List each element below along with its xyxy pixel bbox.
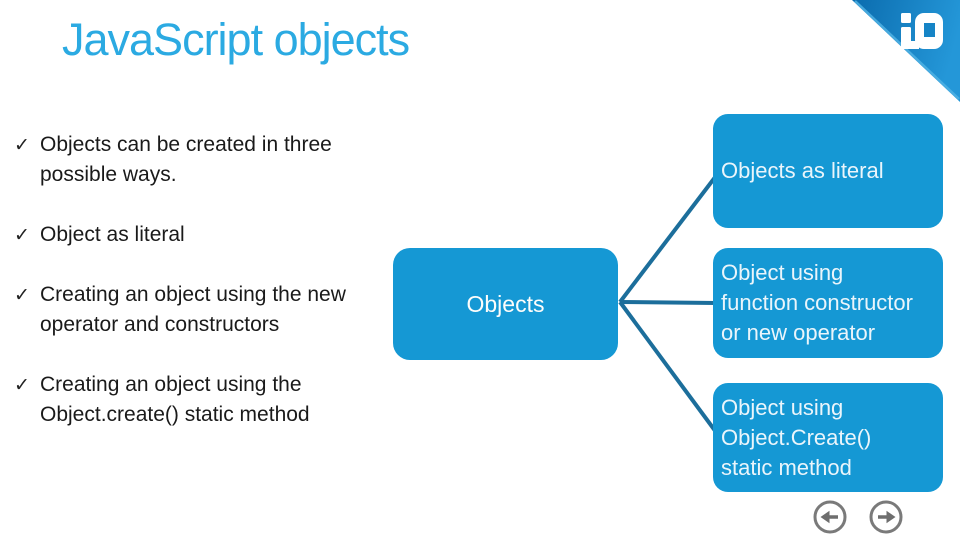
diagram-box-line: function constructor <box>721 290 913 315</box>
diagram-box-label: Objects <box>466 290 545 317</box>
diagram-box-line: static method <box>721 454 852 480</box>
bullet-text: Object as literal <box>40 223 185 246</box>
diagram-box-line: or new operator <box>721 320 876 345</box>
bullet-text: Creating an object using the new operato… <box>40 283 346 336</box>
bullet-list: ✓ Objects can be created in three possib… <box>14 130 385 460</box>
diagram-box-objects: Objects <box>393 248 618 360</box>
diagram-box-function-constructor: Object using function constructor or new… <box>713 248 943 358</box>
bullet-item: ✓ Creating an object using the Object.cr… <box>14 370 385 430</box>
next-slide-button[interactable] <box>869 500 903 534</box>
bullet-item: ✓ Creating an object using the new opera… <box>14 280 385 340</box>
diagram-box-object-create: Object using Object.Create() static meth… <box>713 383 943 492</box>
bullet-item: ✓ Objects can be created in three possib… <box>14 130 385 190</box>
corner-triangle <box>852 0 960 102</box>
prev-slide-button[interactable] <box>813 500 847 534</box>
diagram-box-line: Object.Create() <box>721 424 872 450</box>
checkmark-icon: ✓ <box>14 225 30 246</box>
bullet-text: Objects can be created in three possible… <box>40 133 332 186</box>
page-title: JavaScript objects <box>62 14 410 65</box>
checkmark-icon: ✓ <box>14 135 30 156</box>
right-arrow-icon <box>869 500 903 534</box>
checkmark-icon: ✓ <box>14 375 30 396</box>
diagram-box-line: Object using <box>721 260 844 285</box>
checkmark-icon: ✓ <box>14 285 30 306</box>
diagram-box-object-as-literal: Objects as literal <box>713 114 943 228</box>
diagram-box-line: Objects as literal <box>721 158 884 183</box>
diagram-box-line: Object using <box>721 394 844 420</box>
brand-logo-icon <box>901 13 943 49</box>
bullet-item: ✓ Object as literal <box>14 220 385 250</box>
bullet-text: Creating an object using the Object.crea… <box>40 373 310 426</box>
left-arrow-icon <box>813 500 847 534</box>
